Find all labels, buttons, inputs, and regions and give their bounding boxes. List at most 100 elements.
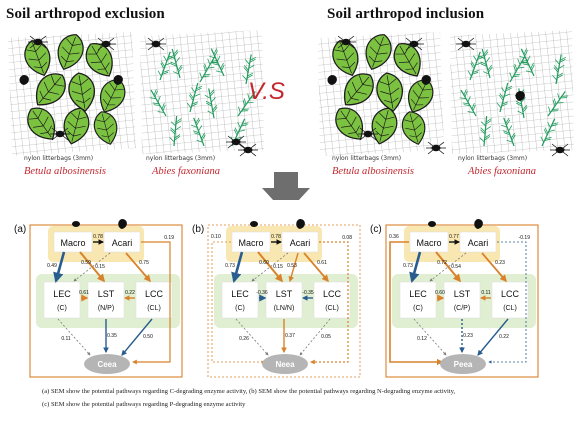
caption-line-2: (c) SEM show the potential pathways rega… xyxy=(42,401,246,408)
lec-target-coef: 0.12 xyxy=(417,336,427,342)
acari-target-path xyxy=(488,241,527,364)
lst-lcc-coef: 0.22 xyxy=(125,290,135,296)
species-birch-inclusion: Betula albosinensis xyxy=(332,166,414,177)
lst-target-coef: 0.35 xyxy=(107,333,117,339)
lec-label: LEC xyxy=(53,289,71,299)
panel-tag: (b) xyxy=(192,224,204,235)
acari-label: Acari xyxy=(112,238,133,248)
lcc-node xyxy=(313,281,351,319)
macro-lst-arrow xyxy=(257,251,284,283)
lst-node xyxy=(265,281,303,319)
acari-icon xyxy=(296,219,305,229)
lec-lst-coef: -0.36 xyxy=(256,290,268,296)
exclusion-fir-bag xyxy=(140,30,264,157)
macro-label: Macro xyxy=(416,238,441,248)
acari-label: Acari xyxy=(468,238,489,248)
lec-label: LEC xyxy=(409,289,427,299)
lcc-label: LCC xyxy=(145,289,164,299)
lst-sub: (LN/N) xyxy=(274,305,295,312)
lec-label: LEC xyxy=(231,289,249,299)
acari-lcc-coef: 0.23 xyxy=(495,260,505,266)
lcc-target-coef: 0.22 xyxy=(499,334,509,340)
macro-lec-arrow xyxy=(409,251,422,284)
lec-target-coef: 0.11 xyxy=(61,336,71,342)
acari-icon xyxy=(474,219,483,229)
lcc-target-coef: 0.05 xyxy=(321,334,331,340)
down-arrow-icon xyxy=(262,172,310,200)
macro-node xyxy=(231,231,271,253)
macro-acari-coef: 0.77 xyxy=(449,234,459,240)
litterbag-label-1: nylon litterbags (3mm) xyxy=(24,155,94,162)
species-fir-inclusion: Abies faxoniana xyxy=(468,166,536,177)
panel-tag: (a) xyxy=(14,224,26,235)
target-label: Neea xyxy=(275,360,295,369)
macro-icon xyxy=(250,221,258,227)
species-birch-exclusion: Betula albosinensis xyxy=(24,166,106,177)
litterbag-label-2: nylon litterbags (3mm) xyxy=(146,155,216,162)
lec-target-arrow xyxy=(413,318,447,356)
lec-sub: (C) xyxy=(57,305,67,312)
macro-label: Macro xyxy=(238,238,263,248)
acari-label: Acari xyxy=(290,238,311,248)
lec-lst-coef: 0.60 xyxy=(435,290,445,296)
acari-lcc-arrow xyxy=(125,252,151,283)
acari-lcc-arrow xyxy=(303,252,329,283)
acari-target-coef: 0.08 xyxy=(342,235,352,241)
lec-target-arrow xyxy=(235,318,269,356)
inclusion-birch-bag xyxy=(318,29,447,156)
lst-label: LST xyxy=(276,289,293,299)
lcc-target-arrow xyxy=(121,318,153,356)
vs-label: V.S xyxy=(248,78,285,105)
macro-acari-coef: 0.78 xyxy=(271,234,281,240)
caption-line-1: (a) SEM show the potential pathways rega… xyxy=(42,388,456,395)
inclusion-header: Soil arthropod inclusion xyxy=(327,6,485,22)
litterbag-illustrations xyxy=(8,29,574,200)
lst-sub: (N/P) xyxy=(98,305,114,312)
acari-target-path xyxy=(310,241,349,365)
macro-lec-coef: 0.49 xyxy=(47,263,57,269)
lst-lcc-coef: 0.11 xyxy=(481,290,491,296)
acari-lcc-arrow xyxy=(481,252,507,283)
macro-target-path xyxy=(389,241,444,366)
litterbag-label-4: nylon litterbags (3mm) xyxy=(458,155,528,162)
panel-frame xyxy=(29,224,183,378)
acari-lec-coef: 0.15 xyxy=(95,264,105,270)
lst-target-coef: 0.23 xyxy=(463,333,473,339)
macro-target-coef: 0.36 xyxy=(389,234,399,240)
litterbag-label-3: nylon litterbags (3mm) xyxy=(332,155,402,162)
acari-lcc-coef: 0.61 xyxy=(317,260,327,266)
macro-lst-arrow xyxy=(435,251,462,283)
acari-lcc-coef: 0.75 xyxy=(139,260,149,266)
acari-lst-coef: 0.53 xyxy=(287,263,297,269)
lec-target-arrow xyxy=(57,318,91,356)
lst-node xyxy=(87,281,125,319)
inclusion-fir-bag xyxy=(450,30,574,157)
lcc-target-coef: 0.50 xyxy=(143,334,153,340)
macro-lec-coef: 0.73 xyxy=(403,263,413,269)
lst-sub: (C/P) xyxy=(454,305,470,312)
lcc-sub: (CL) xyxy=(503,305,517,312)
lec-node xyxy=(221,281,259,319)
macro-lst-arrow xyxy=(79,251,106,283)
macro-node xyxy=(409,231,449,253)
lst-node xyxy=(443,281,481,319)
macro-label: Macro xyxy=(60,238,85,248)
lec-sub: (C) xyxy=(413,305,423,312)
lst-label: LST xyxy=(98,289,115,299)
acari-lec-coef: 0.15 xyxy=(273,264,283,270)
macro-acari-coef: 0.78 xyxy=(93,234,103,240)
lec-target-coef: 0.26 xyxy=(239,336,249,342)
lst-target-coef: 0.37 xyxy=(285,333,295,339)
macro-lst-coef: 0.72 xyxy=(437,260,447,266)
lst-lcc-coef: -0.35 xyxy=(302,290,314,296)
acari-target-path xyxy=(132,241,171,365)
panel-frame xyxy=(207,224,361,378)
lcc-sub: (CL) xyxy=(147,305,161,312)
acari-target-coef: 0.19 xyxy=(164,235,174,241)
macro-icon xyxy=(428,221,436,227)
lcc-target-arrow xyxy=(477,318,509,356)
lcc-sub: (CL) xyxy=(325,305,339,312)
